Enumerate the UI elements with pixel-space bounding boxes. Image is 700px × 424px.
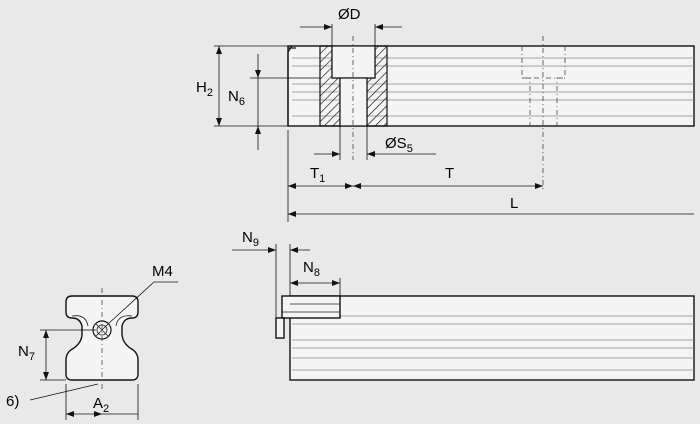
dim-phi-s5: ØS5 <box>314 126 436 160</box>
dim-a2: A2 <box>65 384 139 420</box>
label-n7: N7 <box>18 343 35 363</box>
dim-t1-t: T1 T <box>287 130 543 222</box>
label-ref-6: 6) <box>6 393 19 410</box>
label-t1: T1 <box>310 165 325 185</box>
dim-n6: N6 <box>228 54 320 150</box>
dim-h2: H2 <box>196 45 288 127</box>
dim-l: L <box>288 195 694 217</box>
label-t: T <box>445 165 454 182</box>
label-n8: N8 <box>303 259 320 279</box>
rail-with-end-cap <box>275 295 695 381</box>
label-phi-s5: ØS5 <box>385 135 413 155</box>
label-n9: N9 <box>242 229 259 249</box>
label-a2: A2 <box>93 395 109 415</box>
label-m4-callout: M4 <box>107 263 178 325</box>
label-phi-d: ØD <box>338 6 361 23</box>
rail-cross-section <box>65 288 139 392</box>
dim-n8: N8 <box>290 259 341 296</box>
rail-side-section <box>287 36 695 192</box>
dim-phi-d: ØD <box>300 6 402 46</box>
ref-6-callout: 6) <box>6 383 99 410</box>
label-l: L <box>510 195 518 212</box>
dim-n7: N7 <box>18 329 96 381</box>
label-n6: N6 <box>228 88 245 108</box>
dim-n9: N9 <box>232 229 310 318</box>
label-m4: M4 <box>152 263 173 280</box>
label-h2: H2 <box>196 79 213 99</box>
